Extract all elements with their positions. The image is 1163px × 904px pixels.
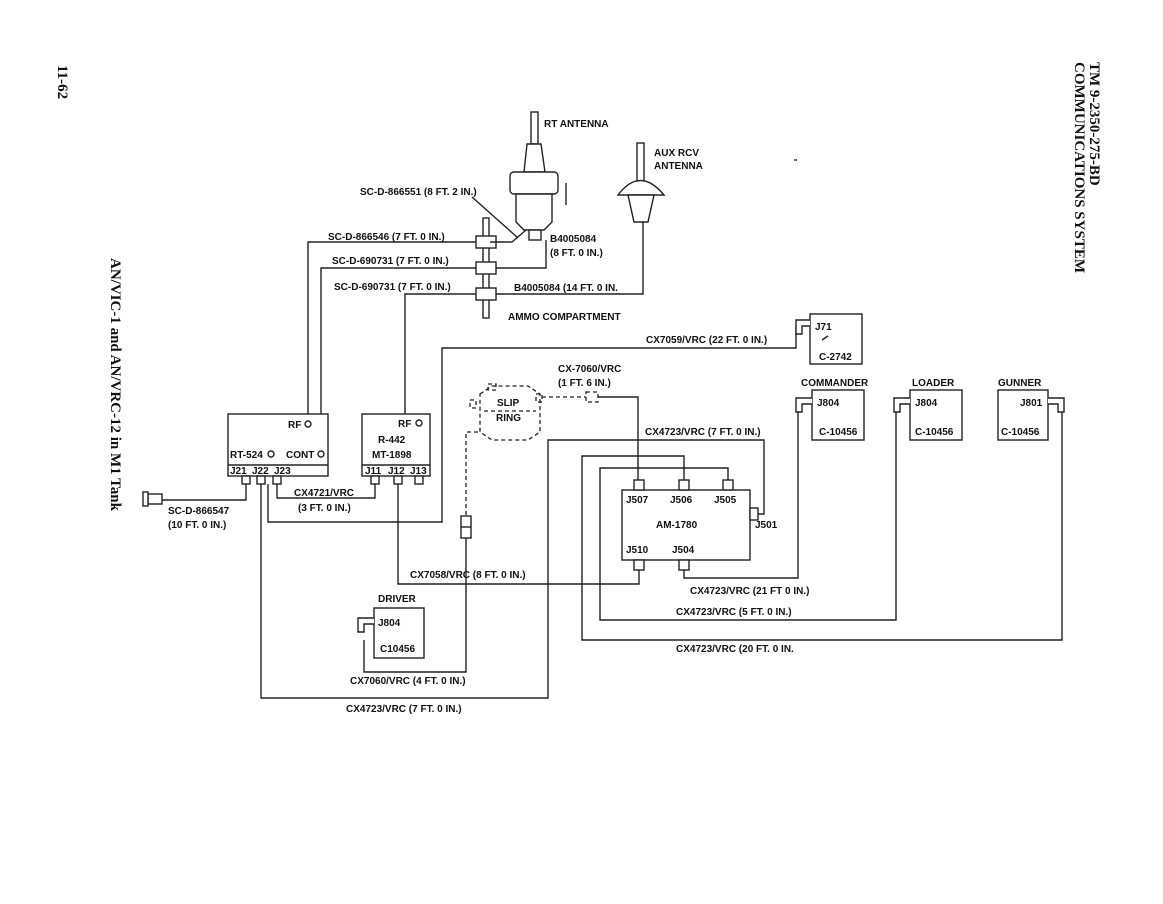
cable-b4005084-8ft: [496, 240, 547, 269]
rt-antenna-label: RT ANTENNA: [544, 119, 609, 130]
label-sc866547-1: SC-D-866547: [168, 506, 230, 517]
aux-antenna-label-2: ANTENNA: [654, 161, 703, 172]
label-cx7059: CX7059/VRC (22 FT. 0 IN.): [646, 335, 767, 346]
cable-b4005084-14ft: [496, 222, 644, 295]
rt524-j22: J22: [252, 466, 269, 477]
label-b4005084-8ft-2: (8 FT. 0 IN.): [550, 248, 603, 259]
label-b4005084-14ft: B4005084 (14 FT. 0 IN.: [514, 283, 618, 294]
label-cx7060-1ft-2: (1 FT. 6 IN.): [558, 378, 611, 389]
label-cx7060-4ft: CX7060/VRC (4 FT. 0 IN.): [350, 676, 466, 687]
rt524-j21: J21: [230, 466, 247, 477]
slip-ring-label-2: RING: [496, 413, 521, 424]
rt-524-unit: [227, 413, 329, 485]
am1780-j505: J505: [714, 495, 737, 506]
r442-rf-label: RF: [398, 419, 411, 430]
cable-cx4723-5ft: [599, 402, 897, 621]
am1780-j506: J506: [670, 495, 693, 506]
cable-cx7059: [267, 326, 797, 523]
driver-title: DRIVER: [378, 594, 417, 605]
cable-cx4723-21ft: [683, 402, 799, 579]
cable-sc866547: [162, 484, 247, 501]
label-cx4721-1: CX4721/VRC: [294, 488, 354, 499]
am1780-j510: J510: [626, 545, 649, 556]
cable-sc690731-b: [404, 293, 476, 422]
r442-unit: [361, 413, 431, 485]
driver-jack: J804: [378, 618, 401, 629]
label-cx4723-5ft: CX4723/VRC (5 FT. 0 IN.): [676, 607, 792, 618]
cable-cx7060-4ft: [363, 538, 467, 673]
commander-title: COMMANDER: [801, 378, 869, 389]
commander-jack: J804: [817, 398, 840, 409]
r442-j11: J11: [365, 466, 382, 477]
loader-name: C-10456: [915, 427, 954, 438]
label-cx4723-20ft: CX4723/VRC (20 FT. 0 IN.: [676, 644, 794, 655]
aux-antenna-label-1: AUX RCV: [654, 148, 699, 159]
commander-name: C-10456: [819, 427, 858, 438]
label-sc866547-2: (10 FT. 0 IN.): [168, 520, 226, 531]
slip-ring-label-1: SLIP: [497, 398, 520, 409]
ammo-compartment-label: AMMO COMPARTMENT: [508, 312, 621, 323]
figure-title: AN/VIC-1 and AN/VRC-12 in M1 Tank: [107, 258, 123, 512]
page-number: 11-62: [54, 65, 70, 99]
r442-j12: J12: [388, 466, 405, 477]
cable-sc866551: [490, 229, 527, 243]
driver-box: [357, 607, 425, 659]
label-b4005084-8ft-1: B4005084: [550, 234, 597, 245]
gunner-name: C-10456: [1001, 427, 1040, 438]
label-cx7058: CX7058/VRC (8 FT. 0 IN.): [410, 570, 526, 581]
rt524-cont-label: CONT: [286, 450, 314, 461]
cable-cx7060-1ft: [598, 396, 639, 480]
label-cx4721-2: (3 FT. 0 IN.): [298, 503, 351, 514]
label-sc690731-a: SC-D-690731 (7 FT. 0 IN.): [332, 256, 449, 267]
loader-jack: J804: [915, 398, 938, 409]
cable-cx7058: [397, 484, 640, 585]
am1780-j504: J504: [672, 545, 695, 556]
label-cx7060-1ft-1: CX-7060/VRC: [558, 364, 621, 375]
r442-j13: J13: [410, 466, 427, 477]
c2742-jack: J71: [815, 322, 832, 333]
r442-name: R-442: [378, 435, 406, 446]
cable-cx4721: [276, 484, 376, 499]
cable-sc866546: [307, 241, 476, 422]
driver-name: C10456: [380, 644, 415, 655]
rt524-name: RT-524: [230, 450, 263, 461]
c2742-unit: [795, 313, 863, 365]
rt-antenna: [509, 111, 567, 241]
label-sc690731-b: SC-D-690731 (7 FT. 0 IN.): [334, 282, 451, 293]
rt524-j23: J23: [274, 466, 291, 477]
cable-cx4723-7ft-b: [260, 439, 765, 699]
rt524-rf-label: RF: [288, 420, 301, 431]
am1780-j501: J501: [755, 520, 778, 531]
ammo-bulkhead: [475, 217, 497, 319]
gunner-box: [997, 389, 1065, 441]
doc-id: TM 9-2350-275-BD: [1086, 62, 1102, 186]
gunner-title: GUNNER: [998, 378, 1042, 389]
c2742-name: C-2742: [819, 352, 852, 363]
label-cx4723-21ft: CX4723/VRC (21 FT 0 IN.): [690, 586, 809, 597]
label-cx4723-7ft-b: CX4723/VRC (7 FT. 0 IN.): [346, 704, 462, 715]
r442-mount: MT-1898: [372, 450, 412, 461]
loader-box: [893, 389, 963, 441]
am1780-unit: [621, 479, 759, 571]
commander-box: [795, 389, 865, 441]
am1780-name: AM-1780: [656, 520, 698, 531]
label-sc866551: SC-D-866551 (8 FT. 2 IN.): [360, 187, 477, 198]
gunner-jack: J801: [1020, 398, 1043, 409]
am1780-j507: J507: [626, 495, 649, 506]
loader-title: LOADER: [912, 378, 955, 389]
power-connector: [147, 493, 163, 505]
label-cx4723-7ft-a: CX4723/VRC (7 FT. 0 IN.): [645, 427, 761, 438]
label-sc866546: SC-D-866546 (7 FT. 0 IN.): [328, 232, 445, 243]
aux-antenna: [616, 142, 666, 223]
doc-subtitle: COMMUNICATIONS SYSTEM: [1071, 62, 1087, 273]
cable-sc690731-a: [320, 267, 476, 452]
cable-cx4723-20ft: [581, 402, 1063, 641]
slip-ring: [469, 383, 543, 441]
